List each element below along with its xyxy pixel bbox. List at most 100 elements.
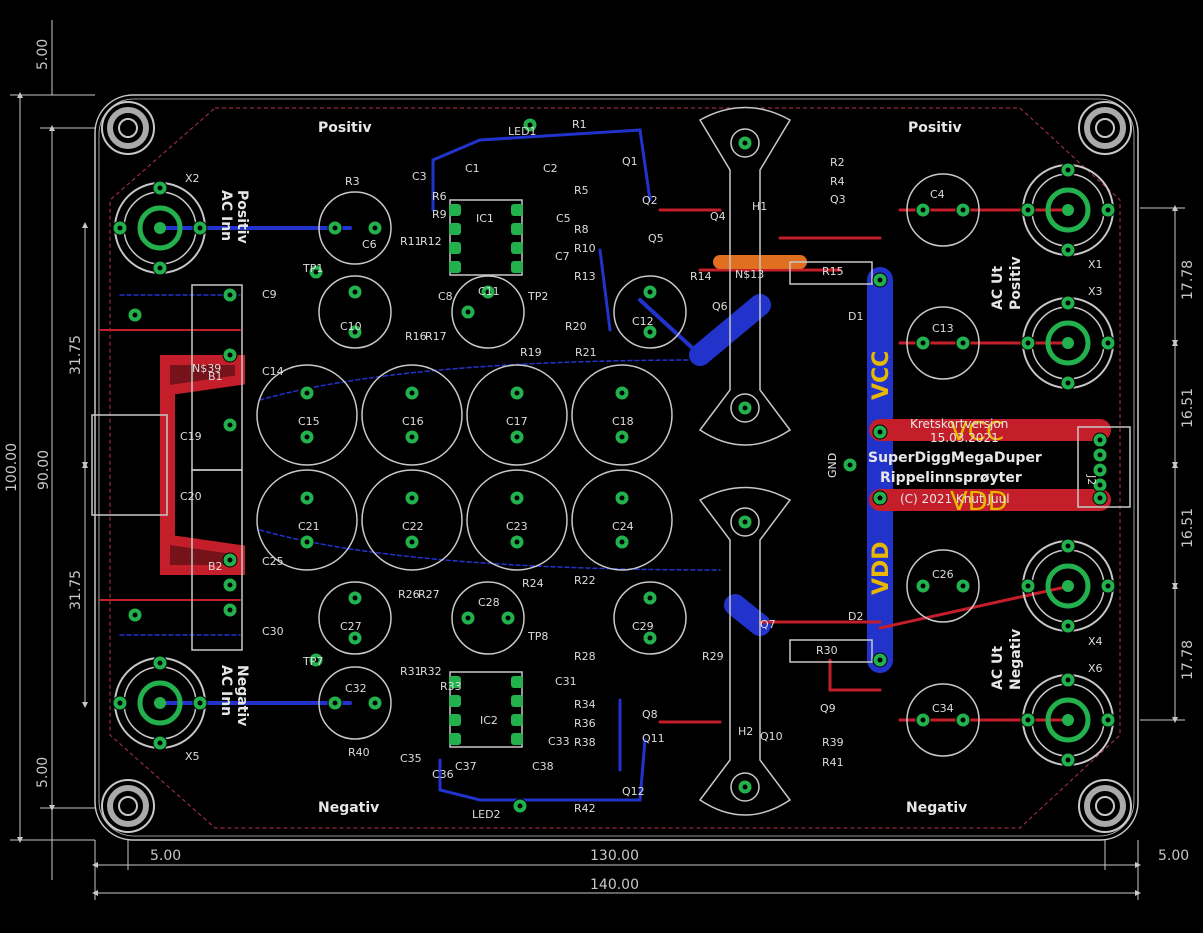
- pad-drill: [1065, 757, 1071, 763]
- designator-c36: C36: [432, 768, 454, 781]
- designator-c25: C25: [262, 555, 284, 568]
- pad-drill: [117, 225, 123, 231]
- pad-drill: [1065, 677, 1071, 683]
- designator-r16: R16: [405, 330, 427, 343]
- dim-left-lower: 31.75: [68, 570, 84, 610]
- ic-pin: [511, 676, 523, 688]
- designator-c33: C33: [548, 735, 570, 748]
- pad-drill: [920, 583, 926, 589]
- ics: [91, 199, 1131, 748]
- pad-drill: [517, 803, 523, 809]
- designator-r17: R17: [425, 330, 447, 343]
- dim-left-inner: 90.00: [36, 450, 52, 490]
- ac-inn-bot-1: AC Inn: [218, 665, 234, 716]
- designator-r12: R12: [420, 235, 442, 248]
- designator-c4: C4: [930, 188, 945, 201]
- pad-drill: [352, 635, 358, 641]
- designator-c11: C11: [478, 285, 500, 298]
- designator-q9: Q9: [820, 702, 836, 715]
- pad-drill: [132, 612, 138, 618]
- pad-drill: [647, 635, 653, 641]
- designator-r2: R2: [830, 156, 845, 169]
- pad-drill: [742, 784, 748, 790]
- pad-drill: [1097, 467, 1103, 473]
- designator-r19: R19: [520, 346, 542, 359]
- designator-c1: C1: [465, 162, 480, 175]
- dim-bottom-left: 5.00: [150, 848, 181, 864]
- ac-ut-top-1: AC Ut: [990, 266, 1006, 310]
- designator-tp1: TP1: [302, 262, 323, 275]
- pad-drill: [485, 289, 491, 295]
- ic-pin: [449, 261, 461, 273]
- pad-drill: [619, 390, 625, 396]
- designator-c34: C34: [932, 702, 954, 715]
- pad-drill: [647, 595, 653, 601]
- pad-drill: [157, 740, 163, 746]
- pad-drill: [877, 495, 883, 501]
- designator-q4: Q4: [710, 210, 726, 223]
- pad-drill: [157, 265, 163, 271]
- designator-c15: C15: [298, 415, 320, 428]
- designator-r27: R27: [418, 588, 440, 601]
- pad-drill: [877, 277, 883, 283]
- ic-pin: [449, 223, 461, 235]
- pad-drill: [332, 225, 338, 231]
- vcc-label: VCC: [869, 351, 894, 400]
- label-x4: X4: [1088, 635, 1103, 648]
- board-outline: [94, 94, 1139, 841]
- designator-c19: C19: [180, 430, 202, 443]
- designator-c24: C24: [612, 520, 634, 533]
- designator-d1: D1: [848, 310, 863, 323]
- designator-r10: R10: [574, 242, 596, 255]
- pad-drill: [1097, 482, 1103, 488]
- pad-drill: [742, 519, 748, 525]
- designator-q3: Q3: [830, 193, 846, 206]
- designator-c3: C3: [412, 170, 427, 183]
- pad-drill: [304, 495, 310, 501]
- ic-pin: [511, 733, 523, 745]
- pad-drill: [197, 700, 203, 706]
- designator-r28: R28: [574, 650, 596, 663]
- pad-drill: [1065, 623, 1071, 629]
- designator-r4: R4: [830, 175, 845, 188]
- negativ-left: Negativ: [318, 800, 379, 816]
- designator-c6: C6: [362, 238, 377, 251]
- designator-r26: R26: [398, 588, 420, 601]
- designator-c5: C5: [556, 212, 571, 225]
- pad-drill: [619, 434, 625, 440]
- designator-r6: R6: [432, 190, 447, 203]
- pad-drill: [1065, 167, 1071, 173]
- ic-pin: [449, 676, 461, 688]
- designator-r13: R13: [574, 270, 596, 283]
- pad-drill: [1097, 495, 1103, 501]
- pad-drill: [1065, 543, 1071, 549]
- pad-drill: [514, 495, 520, 501]
- designator-r42: R42: [574, 802, 596, 815]
- dim-left-total: 100.00: [4, 443, 20, 492]
- dimension-labels: 5.00 100.00 90.00 31.75 31.75 5.00 5.00 …: [4, 39, 1196, 893]
- ic-pin: [511, 261, 523, 273]
- positiv-right: Positiv: [908, 120, 962, 136]
- designator-r39: R39: [822, 736, 844, 749]
- designator-r14: R14: [690, 270, 712, 283]
- pad-drill: [227, 352, 233, 358]
- designator-q7: Q7: [760, 618, 776, 631]
- ic-pin: [511, 714, 523, 726]
- designator-c23: C23: [506, 520, 528, 533]
- pad-drill: [157, 660, 163, 666]
- pad-drill: [465, 309, 471, 315]
- pad-drill: [409, 390, 415, 396]
- pad-drill: [847, 462, 853, 468]
- designator-r21: R21: [575, 346, 597, 359]
- designator-r1: R1: [572, 118, 587, 131]
- pad-drill: [514, 539, 520, 545]
- pad-drill: [197, 225, 203, 231]
- pad-drill: [372, 225, 378, 231]
- pad-drill: [960, 207, 966, 213]
- pad-drill: [409, 495, 415, 501]
- ic-pin: [449, 714, 461, 726]
- pad-drill: [465, 615, 471, 621]
- designator-c16: C16: [402, 415, 424, 428]
- dim-left-upper: 31.75: [68, 335, 84, 375]
- designator-tp7: TP7: [302, 655, 323, 668]
